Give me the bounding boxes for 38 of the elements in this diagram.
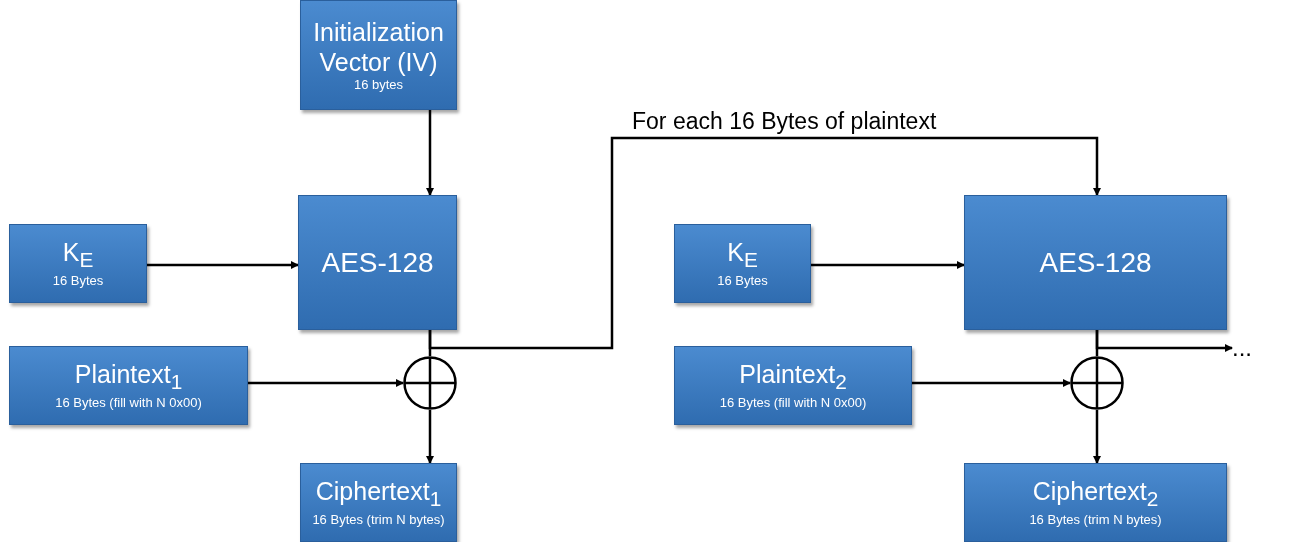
arrow [811, 261, 965, 269]
process-box [964, 463, 1227, 542]
process-box [964, 195, 1227, 330]
box-subtitle: 16 Bytes (fill with N 0x00) [55, 395, 202, 412]
box-subtitle: 16 Bytes (trim N bytes) [312, 512, 445, 529]
arrow [248, 379, 404, 387]
edge-label: For each 16 Bytes of plaintext [630, 108, 939, 135]
xor-symbol [1070, 356, 1124, 410]
box-subtitle: 16 Bytes [717, 273, 768, 290]
process-box [298, 195, 457, 330]
box-title: K$_{E}$ [727, 237, 758, 274]
box-title: Ciphertext$_{2}$ [1032, 476, 1159, 513]
box-subtitle: 16 Bytes [52, 273, 104, 290]
box-title: AES-128 [1039, 245, 1152, 280]
process-box [674, 346, 912, 425]
box-subtitle: 16 Bytes (trim N bytes) [1029, 512, 1162, 529]
ellipsis-text: ... [1232, 334, 1252, 362]
process-box [300, 0, 457, 110]
box-title: AES-128 [321, 245, 434, 280]
process-box [9, 346, 248, 425]
box-title: K$_{E}$ [62, 237, 94, 274]
arrow [912, 379, 1071, 387]
box-title: Ciphertext$_{1}$ [315, 476, 442, 513]
box-title: Plaintext$_{2}$ [739, 359, 847, 396]
arrow [426, 410, 434, 464]
arrow [147, 261, 299, 269]
process-box [9, 224, 147, 303]
box-title: Initialization Vector (IV) [312, 16, 445, 77]
xor-symbol [403, 356, 457, 410]
box-subtitle: 16 bytes [353, 76, 404, 94]
arrow [1093, 410, 1101, 464]
process-box [674, 224, 811, 303]
box-subtitle: 16 Bytes (fill with N 0x00) [719, 395, 867, 412]
arrow [1095, 330, 1233, 352]
process-box [300, 463, 457, 542]
arrow [426, 110, 434, 196]
arrow [428, 136, 1101, 350]
box-title: Plaintext$_{1}$ [74, 359, 183, 396]
